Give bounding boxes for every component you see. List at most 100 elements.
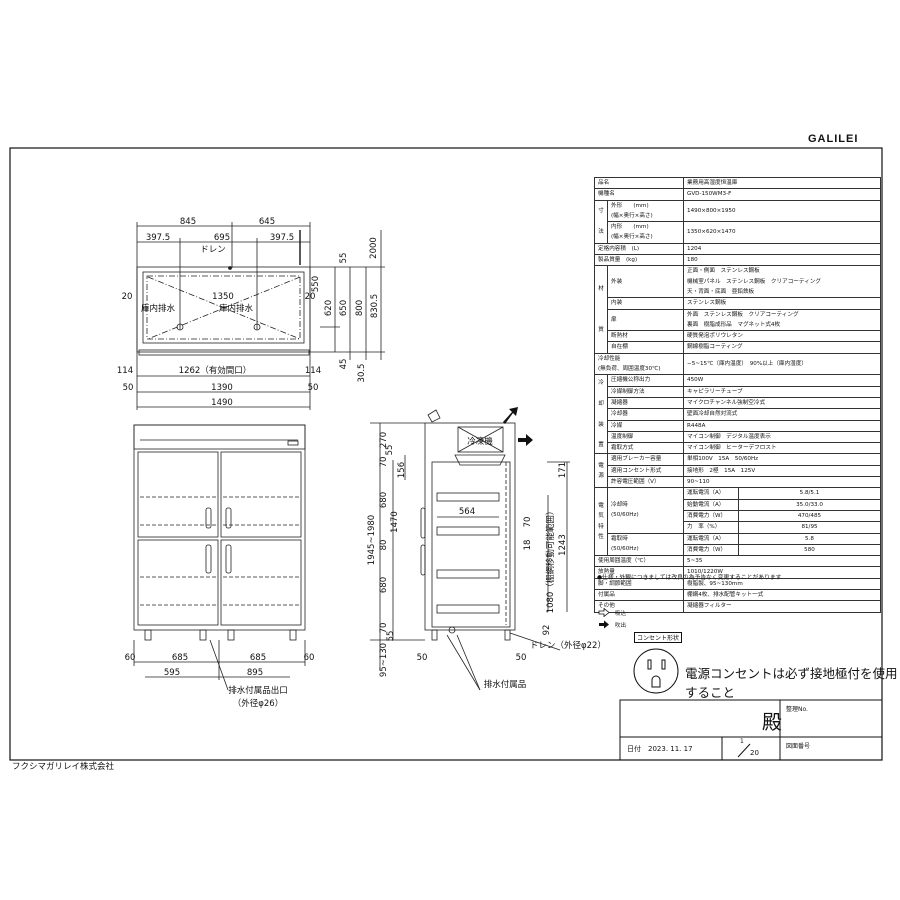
dim-label: 50 bbox=[123, 383, 134, 393]
dim-label: 680 bbox=[379, 492, 389, 508]
dim-label: 70 bbox=[379, 457, 389, 468]
side-view bbox=[370, 409, 570, 691]
dim-label: 1390 bbox=[211, 383, 233, 393]
table-row: 製品質量 (kg)180 bbox=[593, 254, 881, 267]
dim-label: 1350 bbox=[212, 292, 234, 302]
spec-value: 棚網4枚、排水配管キット一式 bbox=[683, 588, 881, 602]
spec-label: 外装 bbox=[606, 265, 685, 299]
spec-value: 5.8/5.1 bbox=[738, 487, 881, 500]
spec-label: 扉 bbox=[606, 308, 685, 332]
exhaust-arrow-icon bbox=[503, 407, 518, 424]
spec-value: 90~110 bbox=[683, 476, 881, 489]
dim-label: 18 bbox=[523, 540, 533, 551]
dim-label: 114 bbox=[117, 366, 133, 376]
dim-label: 680 bbox=[379, 577, 389, 593]
spec-value: 単相100V 15A 50/60Hz bbox=[683, 453, 881, 466]
dim-label: 50 bbox=[417, 653, 428, 663]
table-row: 適用コンセント形式接地形 2極 15A 125V bbox=[595, 464, 881, 478]
sheet-frame bbox=[9, 147, 883, 761]
spec-label: 製品質量 (kg) bbox=[593, 254, 685, 267]
spec-value: 450W bbox=[683, 374, 881, 387]
table-row: 冷媒制御方法キャピラリーチューブ bbox=[595, 385, 881, 398]
dim-label: 270 bbox=[379, 432, 389, 448]
drain-label: ドレン bbox=[200, 245, 226, 255]
drawing-no-label: 図面番号 bbox=[786, 743, 811, 750]
dim-label: 685 bbox=[172, 653, 188, 663]
compressor-label: 冷凍機 bbox=[467, 436, 493, 447]
spec-value: 180 bbox=[683, 254, 881, 267]
drain-accessory-label: 排水付属品 bbox=[484, 679, 527, 690]
dim-label: 564 bbox=[459, 507, 475, 517]
dim-label: 55 bbox=[385, 445, 395, 456]
table-row: 始動電流（A）35.0/33.0 bbox=[595, 498, 881, 511]
spec-label: 温度制御 bbox=[606, 430, 685, 444]
dim-label: 1945~1980 bbox=[367, 515, 377, 565]
legend-intake: 吸込 bbox=[598, 608, 626, 617]
spec-value: ステンレス鋼板 bbox=[683, 297, 881, 310]
dim-label: 895 bbox=[247, 668, 263, 678]
spec-value: 凝縮器フィルター bbox=[683, 600, 881, 613]
dim-label: 800 bbox=[355, 300, 365, 316]
table-row: 温度制御マイコン制御 デジタル温度表示 bbox=[595, 430, 881, 444]
spec-label: 内形 (mm)(幅×奥行×高さ) bbox=[606, 221, 685, 244]
spec-category: 電源 bbox=[594, 453, 608, 489]
table-row: 消費電力（W）580 bbox=[595, 543, 881, 557]
scale-numerator: 1 bbox=[740, 738, 744, 745]
dim-label: 171 bbox=[558, 462, 568, 478]
dim-label: 60 bbox=[125, 653, 136, 663]
dim-label: 1262（有効間口） bbox=[179, 365, 252, 376]
dim-label: 685 bbox=[250, 653, 266, 663]
dim-label: 830.5 bbox=[370, 294, 380, 318]
spec-label: 断熱材 bbox=[606, 330, 685, 343]
spec-category: 電気特性 bbox=[594, 487, 608, 557]
spec-value: マイクロチャンネル強制空冷式 bbox=[683, 396, 881, 410]
dim-label: 550 bbox=[311, 276, 321, 292]
spec-label: 冷却器 bbox=[606, 408, 685, 421]
legend-exhaust: 吹出 bbox=[598, 620, 626, 629]
table-row: 凝縮器マイクロチャンネル強制空冷式 bbox=[595, 396, 881, 410]
spec-label: 冷媒 bbox=[606, 419, 685, 432]
table-row: 電源適用ブレーカー容量単相100V 15A 50/60Hz bbox=[594, 453, 881, 489]
dim-label: 95~130 bbox=[379, 643, 389, 677]
table-row: 扉外面 ステンレス鋼板 クリアコーティング裏面 樹脂成形品 マグネット式4枚 bbox=[595, 308, 881, 332]
spec-label: 冷却時(50/60Hz) bbox=[606, 487, 685, 534]
spec-category: 冷却装置 bbox=[594, 374, 608, 455]
drain-outlet-label: 排水付属品出口 bbox=[228, 685, 288, 696]
spec-category: 材質 bbox=[594, 265, 608, 354]
dim-label: 397.5 bbox=[270, 233, 294, 243]
inner-drain-label: 庫内排水 bbox=[141, 303, 176, 314]
table-row: 内装ステンレス鋼板 bbox=[595, 297, 881, 310]
spec-value: 接地形 2極 15A 125V bbox=[683, 464, 881, 478]
dim-label: 1243 bbox=[558, 534, 568, 556]
table-row: 付属品棚網4枚、排水配管キット一式 bbox=[593, 588, 881, 602]
table-row: 霜取時(50/60Hz)運転電流（A）5.8 bbox=[595, 532, 881, 557]
spec-value: 35.0/33.0 bbox=[738, 498, 881, 511]
spec-value: 外面 ステンレス鋼板 クリアコーティング裏面 樹脂成形品 マグネット式4枚 bbox=[683, 308, 881, 332]
dim-label: 45 bbox=[339, 359, 349, 370]
inner-drain-label: 庫内排水 bbox=[219, 303, 254, 314]
spec-label: 圧縮機公称出力 bbox=[606, 374, 685, 387]
spec-value: 鋼線樹脂コーティング bbox=[683, 341, 881, 354]
dim-label: 1490 bbox=[211, 398, 233, 408]
side-view-dimensions: 270 55 70 156 680 1470 80 680 70 55 95~1… bbox=[367, 432, 606, 690]
intake-arrow-icon bbox=[598, 608, 610, 617]
dim-label: 50 bbox=[516, 653, 527, 663]
spec-value: 正面・側面 ステンレス鋼板機械室パネル ステンレス鋼板 クリアコーティング天・背… bbox=[683, 265, 881, 299]
dim-label: 20 bbox=[305, 292, 316, 302]
legend-label: 吹出 bbox=[615, 622, 627, 629]
table-row: 許容電圧範囲（V）90~110 bbox=[595, 476, 881, 489]
spec-label: 品名 bbox=[593, 176, 685, 190]
spec-label: 許容電圧範囲（V） bbox=[606, 476, 685, 489]
spec-value: 1204 bbox=[683, 242, 881, 256]
table-row: 断熱材硬質発泡ポリウレタン bbox=[595, 330, 881, 343]
exhaust-arrow-icon bbox=[599, 620, 609, 629]
spec-note: ●仕様・外観につきましては改良の為予告なく変更することがあります bbox=[597, 575, 782, 581]
spec-label: 凝縮器 bbox=[606, 396, 685, 410]
spec-label: 内装 bbox=[606, 297, 685, 310]
spec-value: −5~15℃（庫内温度） 90%以上（庫内湿度） bbox=[683, 352, 881, 376]
spec-label: 冷媒制御方法 bbox=[606, 385, 685, 398]
dim-label: 595 bbox=[164, 668, 180, 678]
